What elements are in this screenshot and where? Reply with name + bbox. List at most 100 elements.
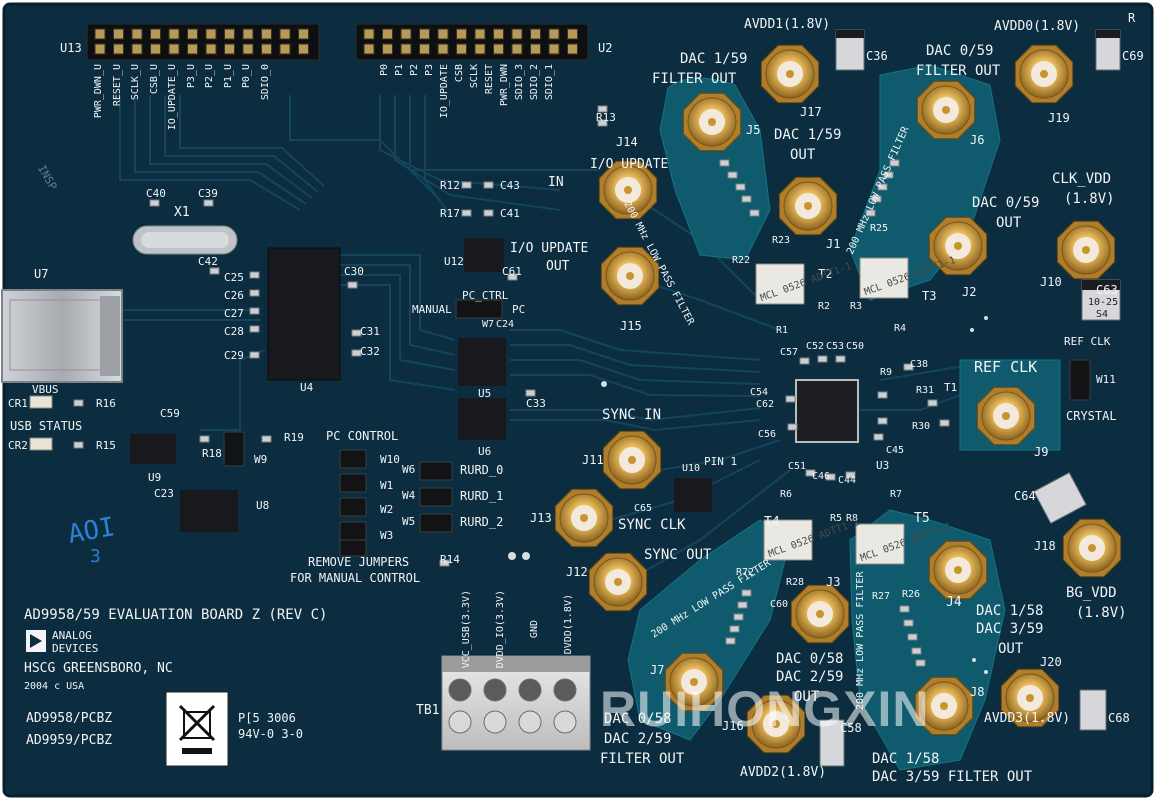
sma-j6 [916, 80, 976, 140]
header-pin [242, 43, 254, 55]
refdes-r8: R8 [846, 513, 859, 524]
manual-label: MANUAL [412, 303, 452, 316]
ic-u12 [464, 238, 504, 272]
header-pin [131, 43, 143, 55]
header-pin [400, 43, 412, 55]
header-pin [168, 43, 180, 55]
terminal-screw [483, 710, 507, 734]
refdes-r13: R13 [596, 111, 616, 124]
refdes-r6: R6 [780, 489, 793, 500]
refdes-c30: C30 [344, 265, 364, 278]
header-pin [511, 28, 523, 40]
header-pin [113, 43, 124, 55]
ic-u6 [458, 398, 506, 440]
tb-vcc-usb-label: VCC_USB(3.3V) [461, 590, 472, 669]
terminal-screw [448, 678, 472, 702]
refdes-c39: C39 [198, 187, 218, 200]
io-update-out-label-2: OUT [546, 259, 570, 274]
smd-part [483, 209, 494, 217]
smd-part [871, 195, 882, 203]
refdes-r18: R18 [202, 447, 222, 460]
refdes-c43: C43 [500, 179, 520, 192]
refdes-j15: J15 [620, 319, 642, 333]
header-pin [567, 28, 578, 40]
refdes-c52: C52 [806, 341, 825, 352]
ic-u5 [458, 338, 506, 386]
header-pin [474, 43, 486, 55]
fab-code-1: P[5 3006 [238, 711, 296, 725]
smd-part [817, 355, 828, 363]
refdes-w10: W10 [380, 453, 400, 466]
header-pin [279, 43, 291, 55]
smd-part [749, 209, 760, 217]
header-pin-label: PWR_DWN [499, 64, 510, 107]
smd-part [939, 419, 950, 427]
crystal-label: CRYSTAL [1066, 409, 1117, 423]
header-pin-label: SDIO_2 [529, 64, 540, 101]
refdes-u7: U7 [34, 267, 49, 281]
header-pin-label: SCLK [469, 64, 480, 89]
header-pin [150, 43, 161, 55]
refdes-x1: X1 [174, 205, 190, 220]
refdes-r16: R16 [96, 397, 116, 410]
rurd2-label: RURD_2 [460, 515, 504, 529]
refdes-c65: C65 [634, 503, 653, 514]
smd-part [877, 183, 888, 191]
vbus-label: VBUS [32, 383, 59, 396]
pin1-label: PIN 1 [704, 455, 738, 468]
header-pin [131, 28, 143, 40]
refdes-c62: C62 [756, 399, 775, 410]
refdes-w1: W1 [380, 479, 394, 492]
refdes-j19: J19 [1048, 111, 1070, 125]
refdes-r26: R26 [902, 589, 921, 600]
refdes-r5: R5 [830, 513, 843, 524]
refdes-c50: C50 [846, 341, 865, 352]
header-pin-label: PWR_DWN_U [93, 64, 104, 119]
refdes-j7: J7 [650, 663, 665, 677]
header-pin-label: SDIO_1 [544, 64, 555, 101]
refdes-w6: W6 [402, 463, 416, 476]
refdes-r3: R3 [850, 301, 863, 312]
sma-j5 [682, 92, 742, 152]
header-pin [187, 43, 198, 55]
header-pin-label: P1_U [222, 64, 234, 89]
terminal-screw [518, 678, 542, 702]
dac158-out-label-3: OUT [998, 641, 1024, 657]
dac059-out-label-2: OUT [996, 215, 1022, 231]
sma-j9 [976, 386, 1036, 446]
part-number-1: AD9958/PCBZ [26, 711, 113, 726]
pc-label: PC [512, 303, 526, 316]
refdes-j2: J2 [962, 285, 977, 299]
dac058-out-label-2: DAC 2/59 [776, 669, 844, 685]
ic-u9 [130, 434, 176, 464]
sma-j2 [928, 216, 988, 276]
smd-part [889, 159, 900, 167]
refdes-c69: C69 [1122, 49, 1144, 63]
smd-part [903, 619, 914, 627]
refdes-c29: C29 [224, 349, 244, 362]
header-pin-label: P0 [379, 64, 390, 77]
header-pin [224, 43, 235, 55]
refdes-u10: U10 [682, 463, 701, 474]
refdes-r23: R23 [772, 235, 791, 246]
header-pin-label: SDIO_0 [259, 64, 271, 101]
refdes-r7: R7 [890, 489, 903, 500]
refdes-u9: U9 [148, 471, 162, 484]
refdes-j5: J5 [746, 123, 761, 137]
header-pin [437, 28, 449, 40]
refdes-r30: R30 [912, 421, 931, 432]
refdes-u6: U6 [478, 445, 492, 458]
sma-j17 [760, 44, 820, 104]
header-pin [493, 43, 504, 55]
refdes-u3: U3 [876, 459, 890, 472]
header-pin [279, 28, 291, 40]
refdes-t4: T4 [764, 515, 780, 530]
dac059-out-label: DAC 0/59 [972, 195, 1040, 211]
refdes-u2: U2 [598, 41, 613, 55]
refdes-j20: J20 [1040, 655, 1062, 669]
refdes-c51: C51 [788, 461, 807, 472]
avdd1-label: AVDD1(1.8V) [744, 17, 831, 32]
smd-part [351, 329, 362, 337]
header-pin-label: P2_U [204, 64, 215, 89]
smd-part [483, 181, 494, 189]
